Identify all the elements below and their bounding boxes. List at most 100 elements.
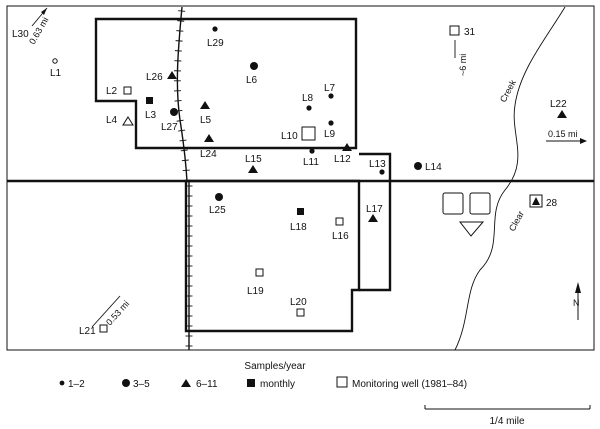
small-dot-icon	[59, 380, 65, 386]
site-label-L14: L14	[425, 162, 442, 173]
distance-note-0: 0.63 mi	[27, 15, 50, 46]
open-square-icon	[99, 324, 108, 333]
site-label-L20: L20	[290, 297, 307, 308]
open-square-icon	[335, 217, 344, 226]
pond-1	[442, 192, 464, 215]
site-label-L12: L12	[334, 154, 351, 165]
railroad-tie	[176, 119, 184, 122]
site-label-L21: L21	[79, 326, 96, 337]
filled-square-icon	[247, 379, 255, 387]
legend-item-monthly: monthly	[260, 379, 295, 390]
railroad-tie	[179, 139, 187, 142]
distance-note-1: ~6 mi	[458, 54, 468, 76]
railroad-tie	[175, 40, 183, 42]
site-label-L10: L10	[281, 131, 298, 142]
railroad-tie	[182, 169, 190, 172]
distance-note-3: 0.53 mi	[104, 299, 131, 328]
filled-triangle-icon	[181, 379, 191, 387]
scale-bar-label: 1/4 mile	[489, 416, 524, 427]
railroad-ties	[173, 10, 193, 347]
large-dot-icon	[170, 108, 178, 116]
site-label-31: 31	[464, 27, 476, 38]
pond-3	[458, 221, 485, 237]
small-dot-icon	[328, 93, 334, 99]
filled-triangle-icon	[204, 134, 214, 142]
railroad-tie	[180, 149, 188, 152]
small-dot-icon	[328, 120, 334, 126]
filled-triangle-icon	[342, 143, 352, 151]
site-label-L22: L22	[550, 99, 567, 110]
filled-triangle-icon	[557, 110, 567, 118]
small-dot-icon	[306, 105, 312, 111]
open-square-icon	[301, 126, 316, 141]
creek-label-creek: Creek	[498, 78, 518, 104]
site-label-L9: L9	[324, 129, 336, 140]
north-arrow-icon: N	[573, 282, 581, 320]
filled-triangle-icon	[248, 165, 258, 173]
arrow-head	[580, 138, 587, 144]
site-label-L15: L15	[245, 154, 262, 165]
site-label-L27: L27	[161, 122, 178, 133]
railroad-upper	[176, 6, 188, 182]
small-dot-icon	[212, 26, 218, 32]
north-label: N	[573, 298, 580, 308]
site-label-L5: L5	[200, 115, 212, 126]
site-label-L17: L17	[366, 204, 383, 215]
site-label-L19: L19	[247, 286, 264, 297]
filled-square-icon	[146, 97, 153, 104]
scale-bar	[424, 405, 591, 410]
site-label-28: 28	[546, 198, 558, 209]
open-circle-icon	[52, 58, 58, 64]
small-dot-icon	[309, 148, 315, 154]
lower-property-boundary	[184, 179, 361, 333]
small-dot-icon	[379, 169, 385, 175]
site-label-L11: L11	[303, 157, 319, 168]
legend-item-6-11: 6–11	[196, 379, 218, 390]
upper-property-boundary	[94, 17, 358, 150]
railroad-tie	[181, 159, 189, 162]
site-label-L4: L4	[106, 115, 118, 126]
legend-item-3-5: 3–5	[133, 379, 150, 390]
large-dot-icon	[215, 193, 223, 201]
railroad-tie	[176, 30, 184, 32]
railroad-tie	[177, 20, 185, 22]
site-label-L2: L2	[106, 86, 118, 97]
filled-triangle-icon	[532, 197, 540, 205]
open-triangle-icon	[122, 116, 134, 126]
legend-item-1-2: 1–2	[68, 379, 85, 390]
arrow-head	[41, 8, 47, 15]
site-label-L30: L30	[12, 29, 29, 40]
distance-note-2: 0.15 mi	[548, 129, 578, 139]
filled-triangle-icon	[368, 214, 378, 222]
railroad-tie	[178, 129, 186, 132]
large-dot-icon	[414, 162, 422, 170]
legend-item-monitoring-well: Monitoring well (1981–84)	[352, 379, 467, 390]
site-label-L24: L24	[200, 149, 217, 160]
filled-square-icon	[297, 208, 304, 215]
site-label-L29: L29	[207, 38, 224, 49]
site-label-L26: L26	[146, 72, 163, 83]
arrow-icon	[91, 295, 121, 328]
site-label-L8: L8	[302, 93, 314, 104]
east-parcel-boundary	[359, 152, 392, 292]
site-label-L7: L7	[324, 83, 336, 94]
site-label-L13: L13	[369, 159, 386, 170]
site-label-L25: L25	[209, 205, 226, 216]
filled-triangle-icon	[200, 101, 210, 109]
open-square-icon	[336, 376, 348, 388]
site-label-L3: L3	[145, 110, 157, 121]
open-square-icon	[123, 86, 132, 95]
large-dot-icon	[122, 379, 130, 387]
filled-triangle-icon	[167, 71, 177, 79]
creek-label-clear: Clear	[507, 209, 526, 233]
open-square-icon	[255, 268, 264, 277]
railroad-tie	[178, 10, 186, 12]
clear-creek	[454, 6, 566, 351]
site-label-L18: L18	[290, 222, 307, 233]
site-label-L1: L1	[50, 68, 62, 79]
legend-title: Samples/year	[244, 361, 306, 372]
large-dot-icon	[250, 62, 258, 70]
open-square-icon	[296, 308, 305, 317]
